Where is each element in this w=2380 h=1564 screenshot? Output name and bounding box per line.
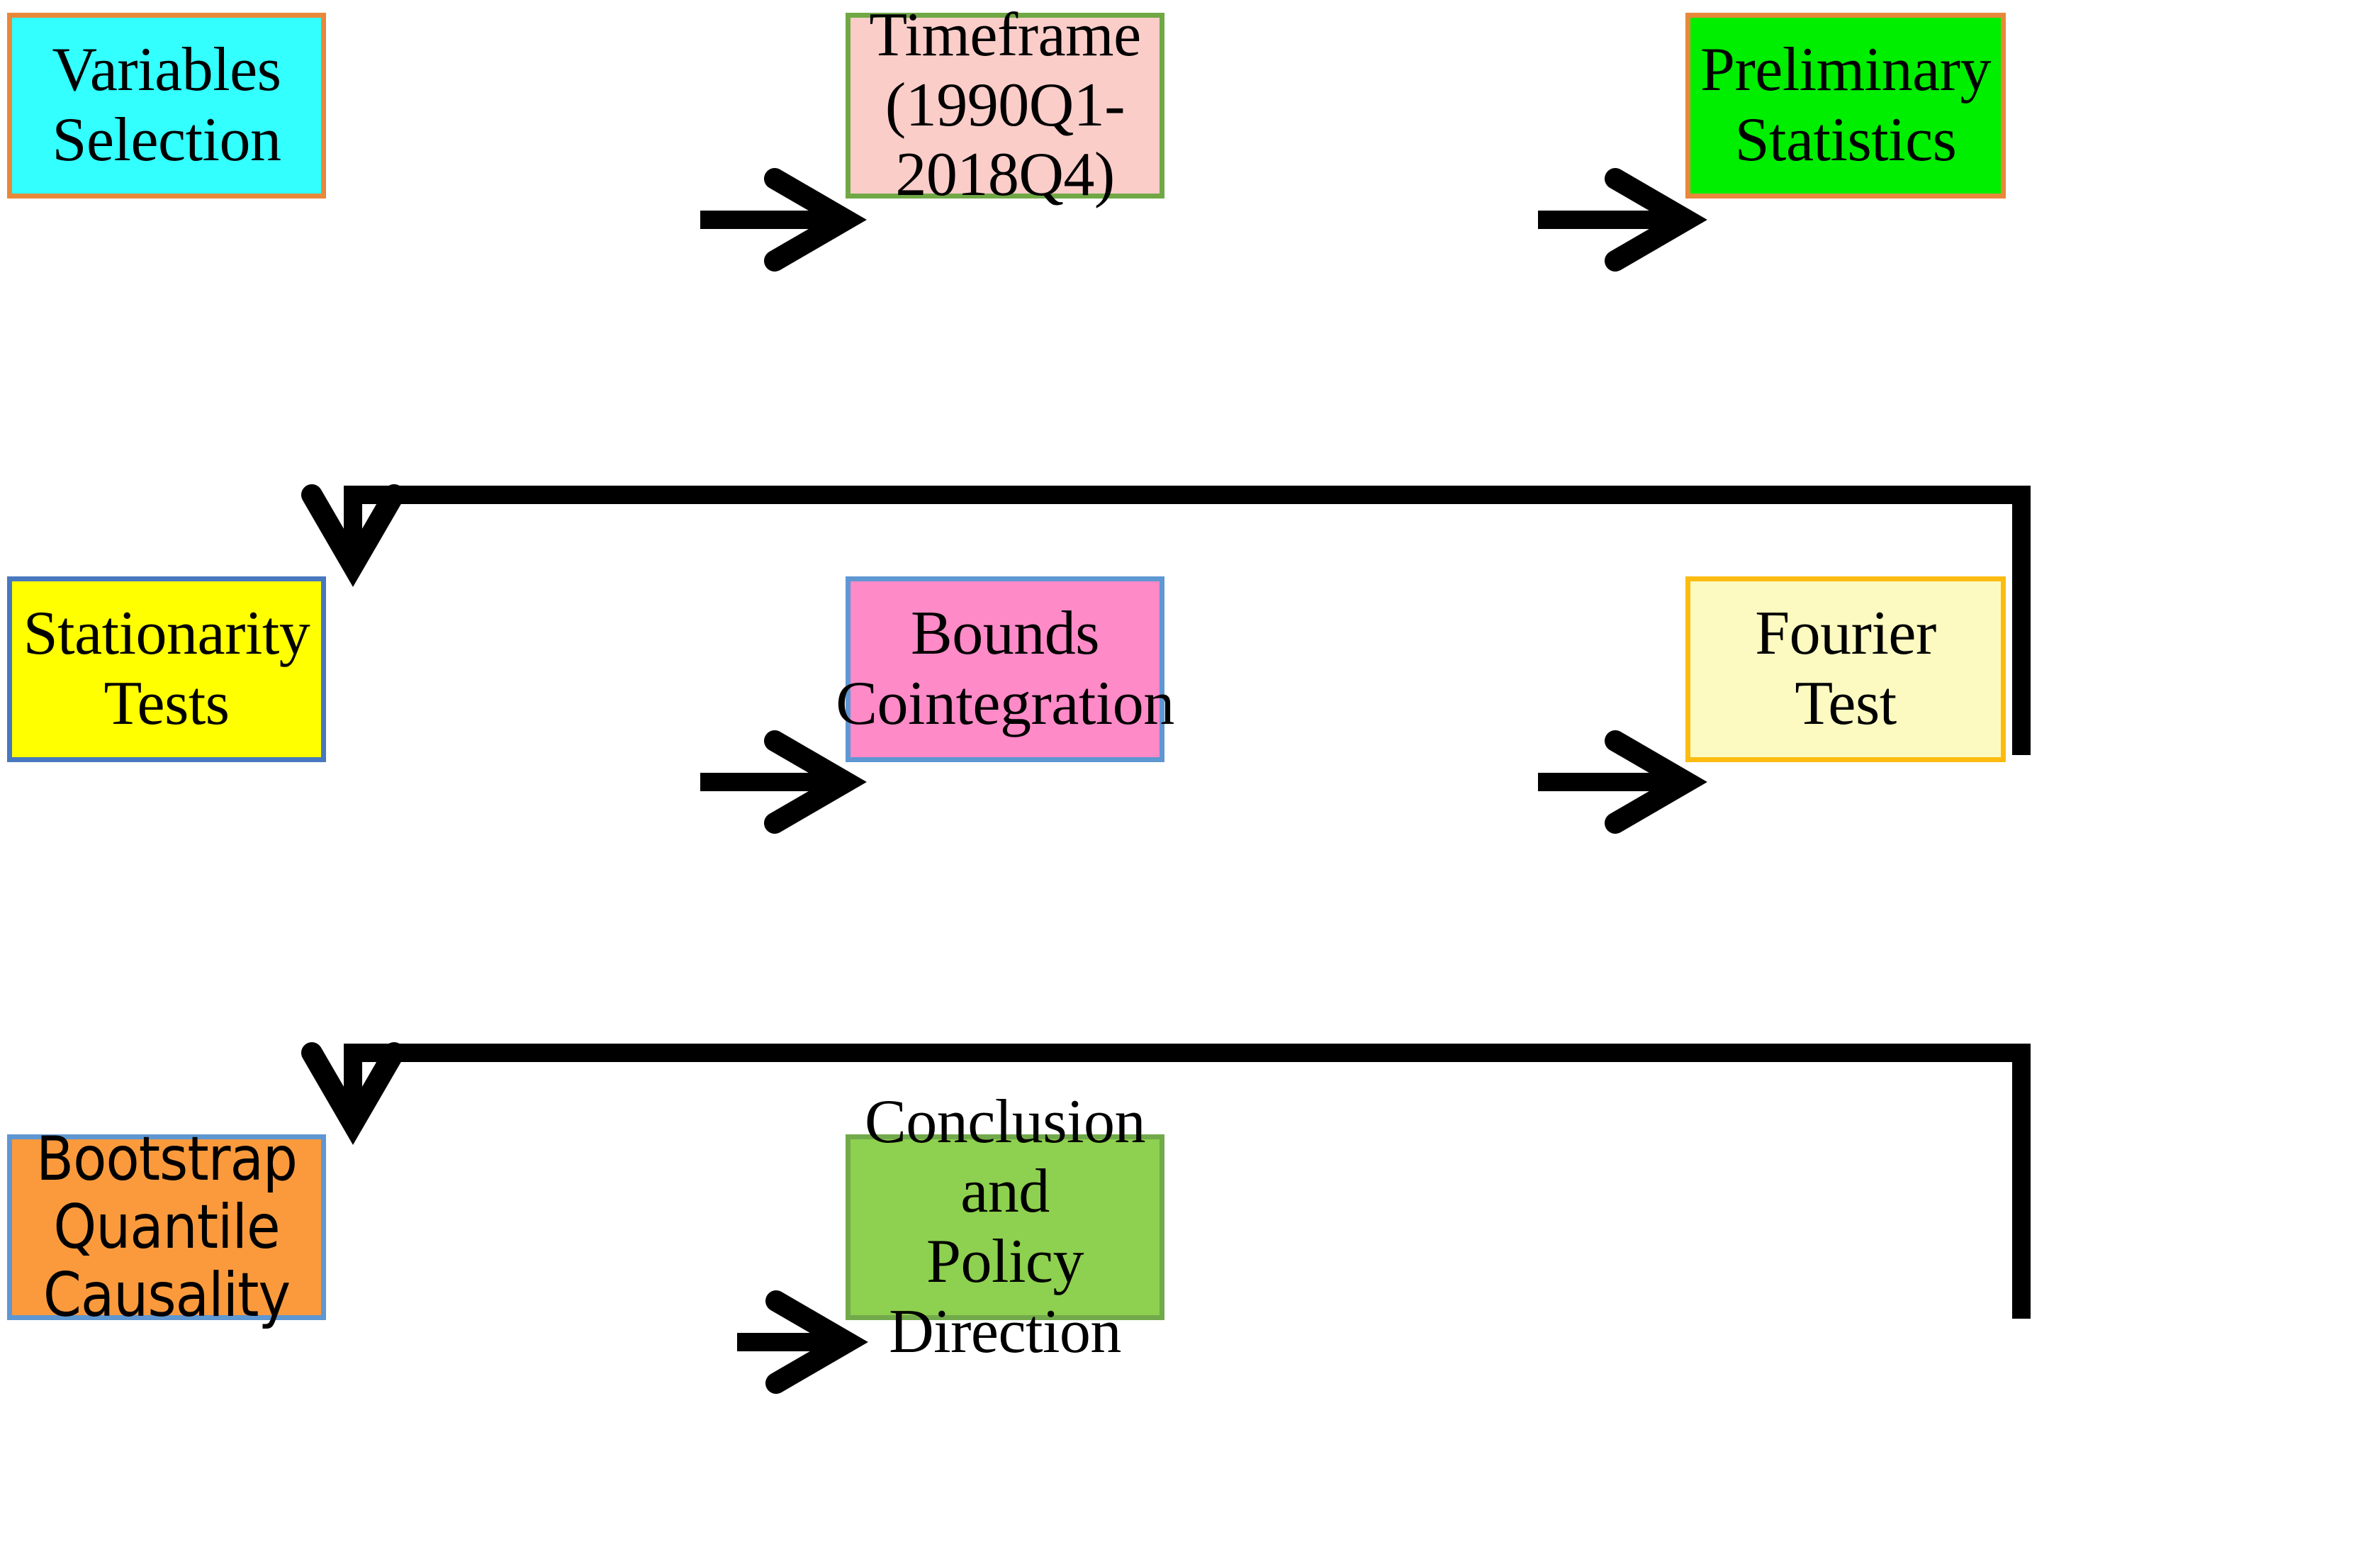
edge-stationarity-tests-to-bounds-cointegration (700, 741, 846, 823)
node-preliminary-statistics[interactable]: Preliminary Statistics (1685, 13, 2006, 199)
edge-bootstrap-quantile-causality-to-conclusion (737, 1301, 847, 1383)
node-bounds-cointegration[interactable]: Bounds Cointegration (836, 576, 1174, 762)
edge-fourier-test-to-bootstrap-quantile-causality (312, 1053, 2031, 1319)
node-conclusion-policy-direction[interactable]: Conclusion and Policy Direction (846, 1088, 1164, 1366)
node-timeframe[interactable]: Timeframe (1990Q1-2018Q4) (846, 1, 1164, 209)
edge-bounds-cointegration-to-fourier-test (1538, 741, 1686, 823)
edge-variables-selection-to-timeframe (700, 179, 846, 261)
node-fourier-test[interactable]: Fourier Test (1685, 576, 2006, 762)
edge-timeframe-to-preliminary-statistics (1538, 179, 1686, 261)
node-stationarity-tests[interactable]: Stationarity Tests (7, 576, 326, 762)
node-bootstrap-quantile-causality[interactable]: Bootstrap Quantile Causality (7, 1124, 326, 1329)
node-variables-selection[interactable]: Variables Selection (7, 13, 326, 199)
